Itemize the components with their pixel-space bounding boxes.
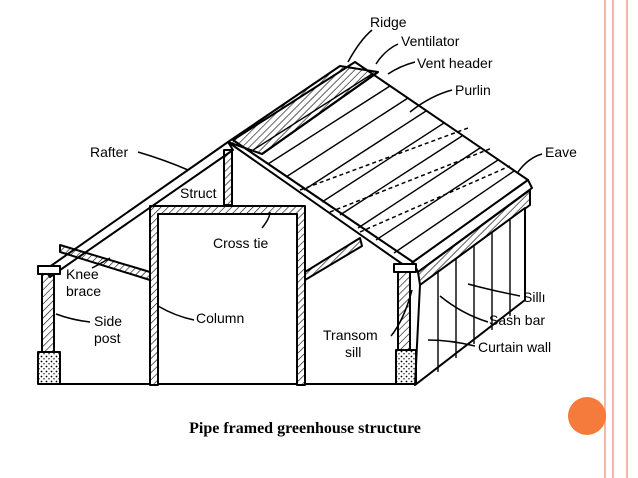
diagram-caption: Pipe framed greenhouse structure <box>189 420 421 437</box>
label-ridge: Ridge <box>370 14 407 30</box>
knee-brace-right <box>304 237 363 281</box>
label-struct: Struct <box>180 185 217 201</box>
label-column: Column <box>196 310 244 326</box>
label-sash-bar: Sash bar <box>489 312 545 328</box>
label-transom-sill: sill <box>345 344 361 360</box>
column-frame <box>149 205 306 386</box>
roof-lines <box>249 73 515 254</box>
eave-cap-right <box>393 263 417 273</box>
label-brace: brace <box>66 283 101 299</box>
label-sill: Sillı <box>523 289 546 305</box>
slide-border-line-1 <box>604 0 606 478</box>
label-knee: Knee <box>66 266 99 282</box>
ridge-strut <box>223 149 233 206</box>
label-purlin: Purlin <box>455 82 491 98</box>
label-eave: Eave <box>545 144 577 160</box>
accent-dot <box>568 397 606 435</box>
knee-brace-left <box>59 244 151 281</box>
leader-lines <box>55 29 543 347</box>
label-vent-header: Vent header <box>417 55 493 71</box>
side-post-right <box>397 269 411 351</box>
eave-cap-left <box>37 265 61 275</box>
label-rafter: Rafter <box>90 144 128 160</box>
side-post-left <box>41 267 55 353</box>
label-post: post <box>94 330 121 346</box>
label-side: Side <box>94 313 122 329</box>
slide-border-line-2 <box>612 0 614 478</box>
label-curtain-wall: Curtain wall <box>478 339 551 355</box>
footing-right <box>395 349 417 385</box>
sash-hatch <box>417 189 531 286</box>
slide-border-line-3 <box>626 0 628 478</box>
label-cross-tie: Cross tie <box>213 235 268 251</box>
label-transom: Transom <box>323 327 378 343</box>
footing-left <box>37 351 61 385</box>
purlins <box>299 127 511 233</box>
label-ventilator: Ventilator <box>401 33 460 49</box>
